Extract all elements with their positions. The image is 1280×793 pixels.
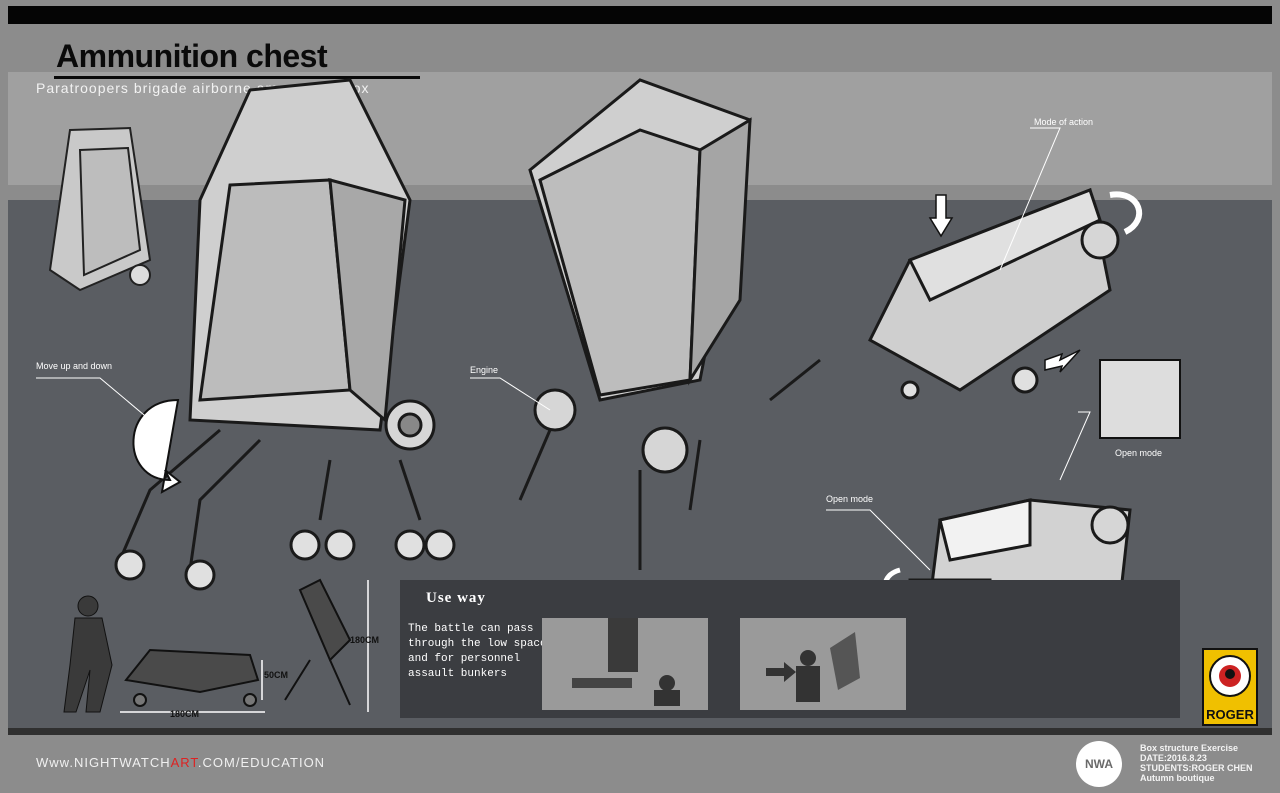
page-title: Ammunition chest — [56, 38, 328, 74]
callout-open-mode: Open mode — [826, 494, 874, 504]
credit-line-1: Box structure Exercise — [1140, 743, 1239, 753]
rotate-arrow-icon — [1109, 191, 1143, 235]
credit-line-2: DATE:2016.8.23 — [1140, 753, 1207, 763]
badge-text: ROGER — [1206, 707, 1254, 722]
credit-line-4: Autumn boutique — [1140, 773, 1215, 783]
soldier-figure — [63, 595, 113, 713]
standing-chest — [284, 578, 352, 706]
credits-block: Box structure Exercise DATE:2016.8.23 ST… — [1140, 743, 1253, 783]
url-highlight: ART — [170, 755, 198, 770]
use-way-sketch-2 — [766, 632, 860, 702]
bottom-bar — [8, 728, 1272, 735]
badge-emblem-icon — [1209, 655, 1251, 697]
nwa-logo: NWA — [1076, 741, 1122, 787]
url-suffix: .COM/EDUCATION — [197, 755, 326, 770]
callout-mode-of-action: Mode of action — [1034, 117, 1094, 127]
large-chest-left — [114, 78, 456, 591]
thumbnail-chest — [48, 126, 152, 292]
tall-chest-middle — [518, 78, 821, 570]
use-way-image-2 — [740, 618, 906, 710]
left-arrow-icon — [1044, 349, 1081, 373]
credit-line-3: STUDENTS:ROGER CHEN — [1140, 763, 1253, 773]
callout-engine: Engine — [470, 365, 499, 375]
dimension-depth: 50CM — [264, 670, 289, 680]
dimension-lines — [120, 580, 369, 713]
down-arrow-icon — [928, 194, 954, 238]
callout-move-up-down: Move up and down — [36, 361, 113, 371]
use-way-title: Use way — [426, 590, 486, 606]
website-url[interactable]: Www.NIGHTWATCHART.COM/EDUCATION — [36, 755, 325, 770]
roger-badge: ROGER — [1202, 648, 1258, 726]
open-mode-inset — [1099, 359, 1181, 439]
use-way-sketch-1 — [572, 618, 680, 706]
use-way-image-1 — [542, 618, 708, 710]
move-arrow-icon — [132, 398, 182, 494]
dimension-height: 180CM — [350, 635, 380, 645]
top-bar — [8, 6, 1272, 24]
url-prefix: Www.NIGHTWATCH — [36, 755, 171, 770]
dimension-width: 180CM — [170, 709, 200, 719]
horizontal-chest — [868, 187, 1120, 400]
title-underline — [54, 76, 420, 79]
use-way-description: The battle can pass through the low spac… — [408, 623, 547, 680]
folded-chest — [124, 648, 260, 707]
callout-open-mode-inset: Open mode — [1115, 448, 1163, 458]
callout-leaders — [36, 127, 1091, 571]
